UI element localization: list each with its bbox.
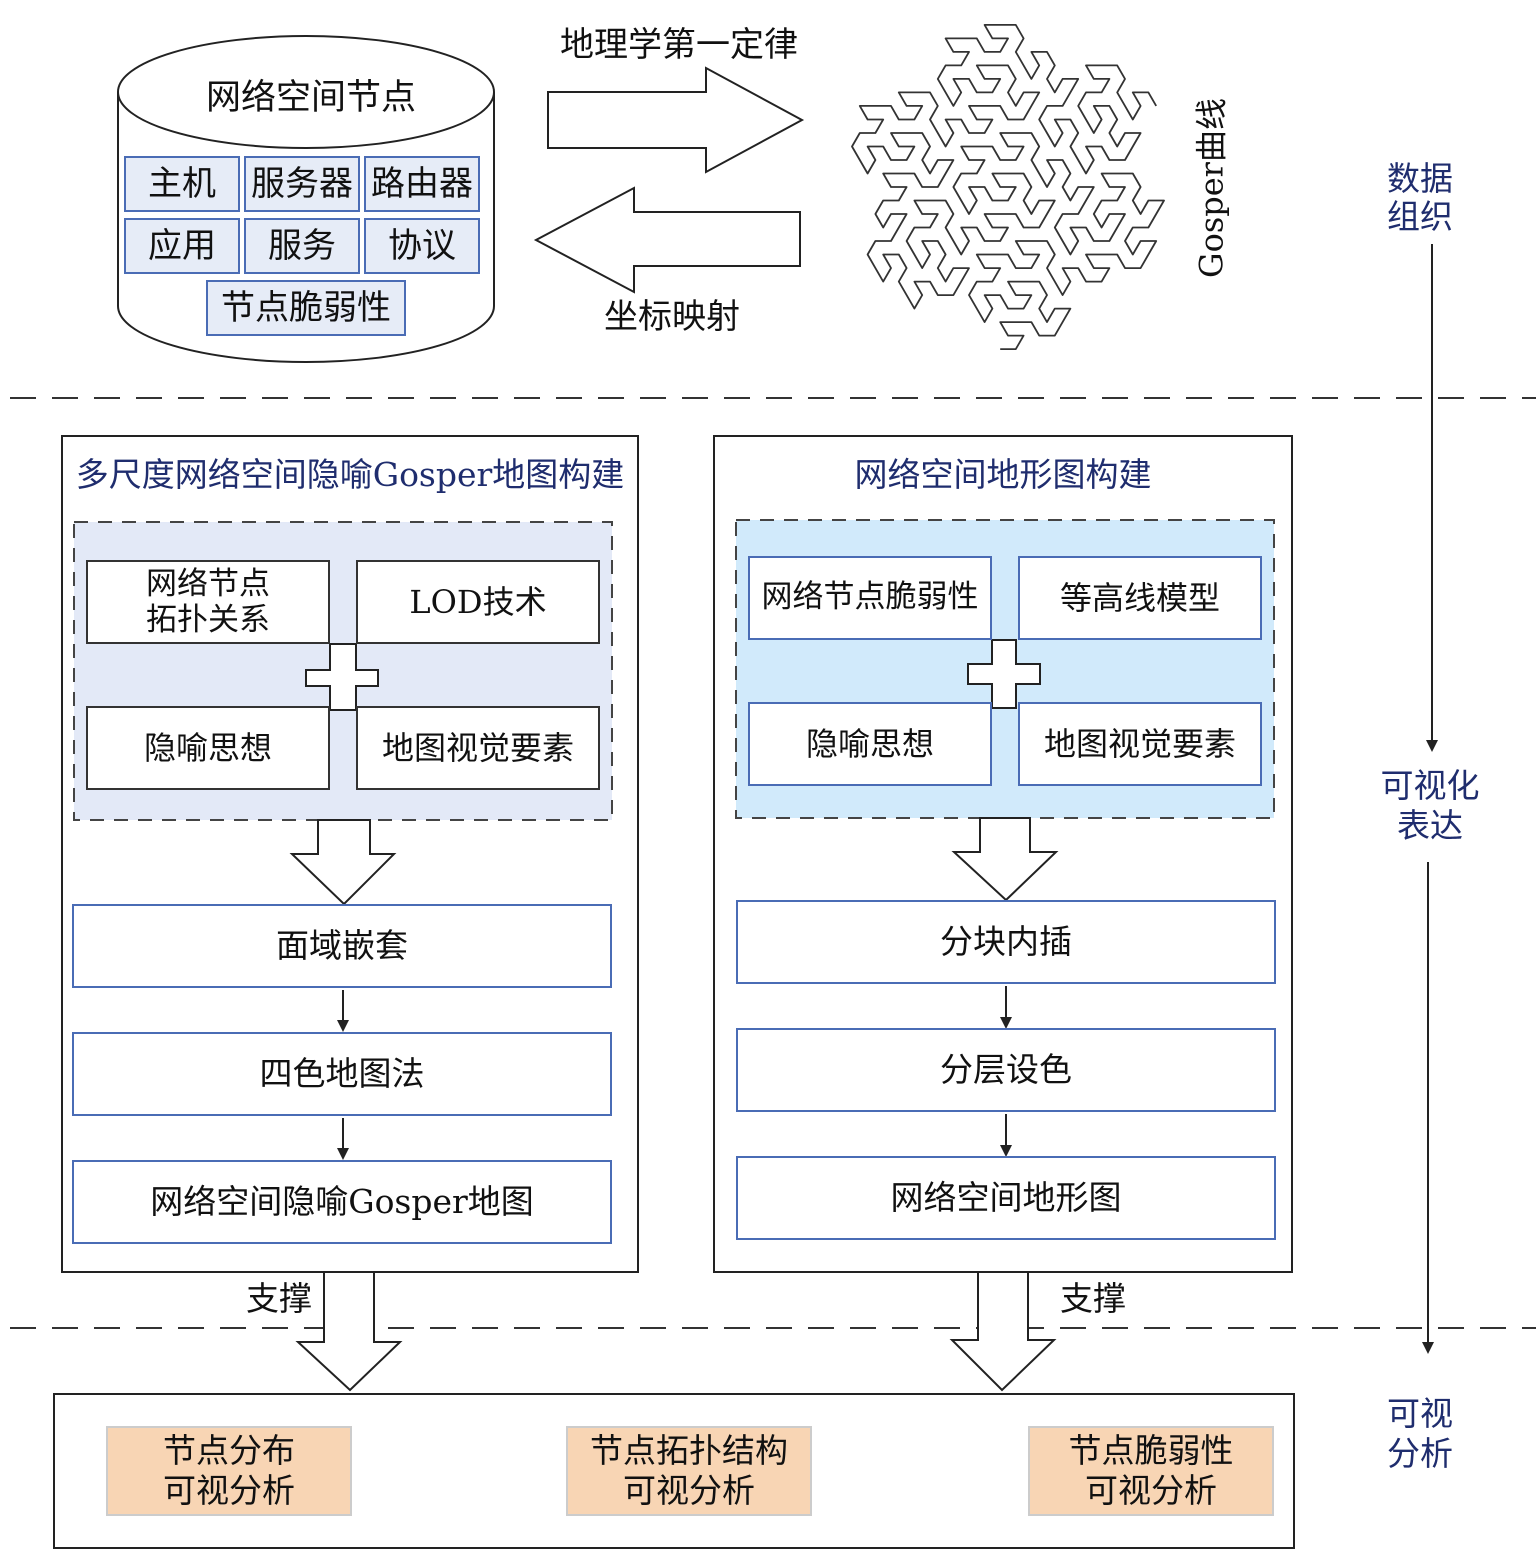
db-cell-app: 应用 bbox=[124, 218, 240, 274]
analysis-node-topology: 节点拓扑结构可视分析 bbox=[566, 1426, 812, 1516]
arrow-left-label: 坐标映射 bbox=[604, 297, 740, 337]
side-label-visual-expression: 可视化表达 bbox=[1380, 766, 1480, 845]
gosper-curve-path bbox=[851, 24, 1165, 350]
input-metaphor-right: 隐喻思想 bbox=[748, 702, 992, 786]
side-label-visual-analysis: 可视分析 bbox=[1387, 1394, 1453, 1473]
arrow-right-label: 地理学第一定律 bbox=[560, 25, 798, 65]
support-arrow-left bbox=[295, 1271, 403, 1392]
step-terrain-map: 网络空间地形图 bbox=[736, 1156, 1276, 1240]
input-node-vulnerability: 网络节点脆弱性 bbox=[748, 556, 992, 640]
input-metaphor-left: 隐喻思想 bbox=[86, 706, 330, 790]
support-label-left: 支撑 bbox=[246, 1279, 312, 1318]
db-cell-router: 路由器 bbox=[364, 156, 480, 212]
left-panel-title: 多尺度网络空间隐喻Gosper地图构建 bbox=[75, 455, 625, 494]
database-title: 网络空间节点 bbox=[206, 78, 417, 118]
analysis-node-distribution: 节点分布可视分析 bbox=[106, 1426, 352, 1516]
db-cell-protocol: 协议 bbox=[364, 218, 480, 274]
db-cell-server: 服务器 bbox=[244, 156, 360, 212]
arrow-left-mapping bbox=[533, 186, 801, 294]
step-area-nesting: 面域嵌套 bbox=[72, 904, 612, 988]
arrow-right-mapping bbox=[547, 66, 805, 174]
plus-icon-right bbox=[967, 639, 1041, 709]
gosper-curve-label: Gosper曲线 bbox=[1192, 98, 1231, 278]
input-contour-model: 等高线模型 bbox=[1018, 556, 1262, 640]
down-arrow-right bbox=[951, 817, 1059, 902]
support-label-right: 支撑 bbox=[1060, 1279, 1126, 1318]
db-cell-host: 主机 bbox=[124, 156, 240, 212]
input-map-visual-right: 地图视觉要素 bbox=[1018, 702, 1262, 786]
input-network-topology: 网络节点拓扑关系 bbox=[86, 560, 330, 644]
input-lod: LOD技术 bbox=[356, 560, 600, 644]
step-layer-coloring: 分层设色 bbox=[736, 1028, 1276, 1112]
side-label-data-organization: 数据组织 bbox=[1387, 159, 1453, 236]
down-arrow-left bbox=[289, 819, 397, 906]
support-arrow-right bbox=[949, 1271, 1057, 1392]
step-gosper-map: 网络空间隐喻Gosper地图 bbox=[72, 1160, 612, 1244]
gosper-curve-icon bbox=[851, 24, 1165, 350]
db-cell-service: 服务 bbox=[244, 218, 360, 274]
analysis-node-vulnerability: 节点脆弱性可视分析 bbox=[1028, 1426, 1274, 1516]
input-map-visual-left: 地图视觉要素 bbox=[356, 706, 600, 790]
db-cell-vulnerability: 节点脆弱性 bbox=[206, 280, 406, 336]
step-block-interpolation: 分块内插 bbox=[736, 900, 1276, 984]
step-four-color: 四色地图法 bbox=[72, 1032, 612, 1116]
right-panel-title: 网络空间地形图构建 bbox=[854, 455, 1152, 494]
